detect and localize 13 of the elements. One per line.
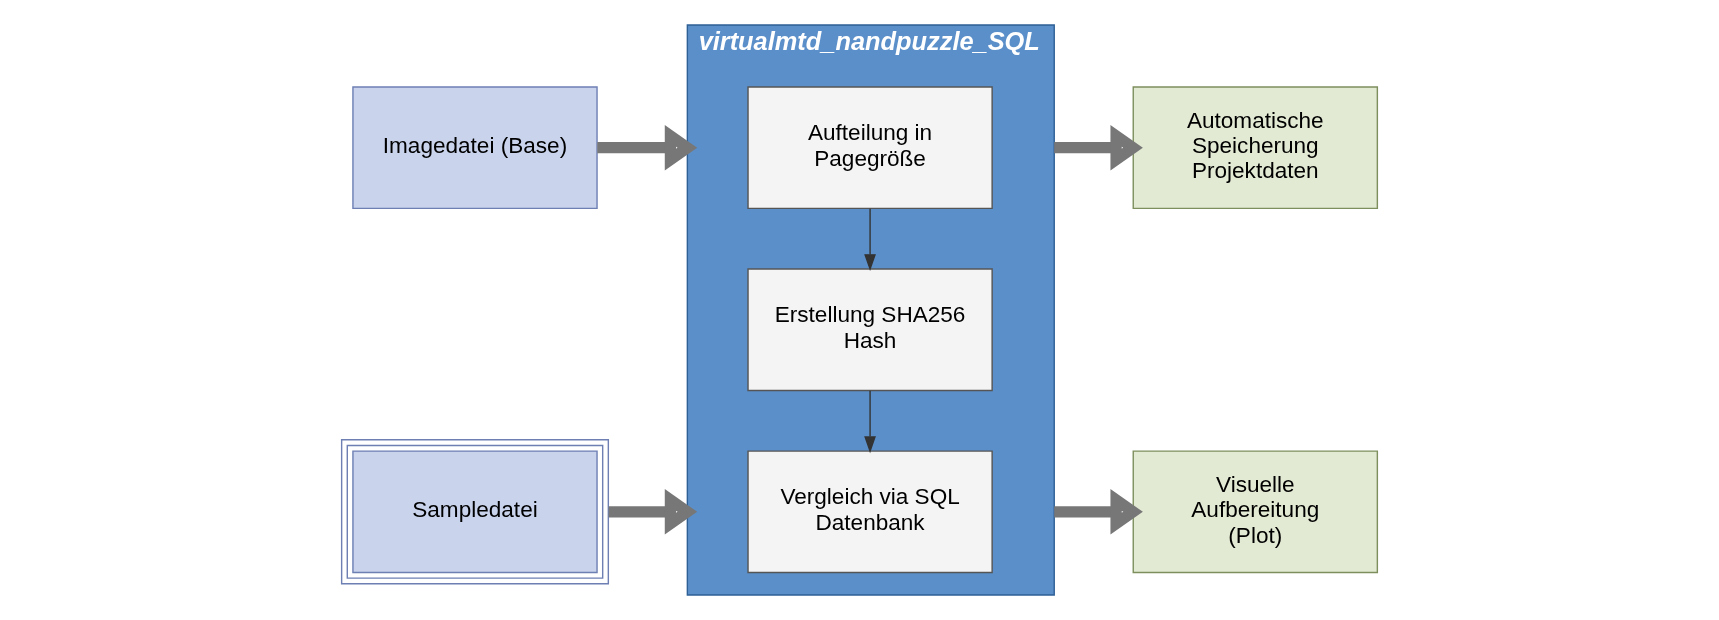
arrow — [864, 390, 876, 454]
node-box: Erstellung SHA256 Hash — [747, 268, 993, 392]
node-box: Vergleich via SQL Datenbank — [747, 450, 993, 574]
node-box: Imagedatei (Base) — [352, 86, 598, 210]
node-box: Visuelle Aufbereitung (Plot) — [1132, 450, 1379, 574]
arrow — [1054, 125, 1143, 171]
arrow — [864, 208, 876, 272]
arrow — [608, 489, 698, 535]
arrow — [597, 125, 698, 171]
node-box: Sampledatei — [340, 439, 610, 585]
node-box: Aufteilung in Pagegröße — [747, 86, 993, 210]
arrow — [1054, 489, 1143, 535]
node-box: Automatische Speicherung Projektdaten — [1132, 86, 1379, 210]
